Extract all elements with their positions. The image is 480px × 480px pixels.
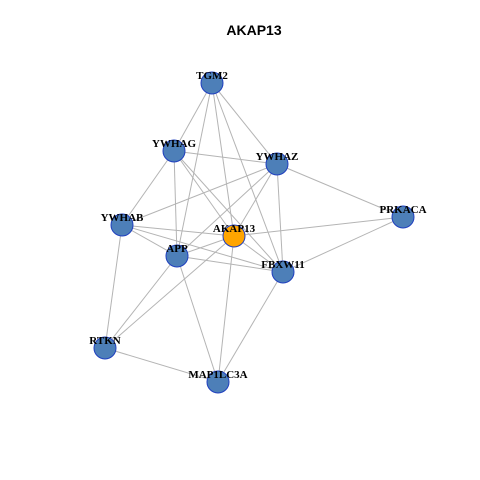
edge-app-fbxw11 — [176, 255, 284, 273]
node-label-app: APP — [166, 243, 188, 255]
node-ywhaz: YWHAZ — [256, 151, 299, 176]
edge-ywhag-akap13 — [173, 150, 235, 237]
edge-ywhag-ywhab — [121, 150, 175, 226]
edge-app-rtkn — [104, 255, 178, 349]
edge-tgm2-ywhaz — [211, 82, 278, 165]
edge-rtkn-map1lc3a — [104, 347, 219, 383]
edge-ywhag-ywhaz — [173, 150, 278, 165]
edge-ywhab-akap13 — [121, 224, 235, 237]
node-label-fbxw11: FBXW11 — [261, 259, 304, 271]
node-circle-ywhab — [110, 213, 134, 237]
edge-ywhaz-fbxw11 — [276, 163, 284, 273]
node-ywhab: YWHAB — [101, 212, 144, 237]
node-circle-akap13 — [222, 224, 246, 248]
diagram-title: AKAP13 — [226, 22, 281, 38]
edge-app-map1lc3a — [176, 255, 219, 383]
node-label-rtkn: RTKN — [89, 335, 120, 347]
node-circle-tgm2 — [200, 71, 224, 95]
edge-ywhab-fbxw11 — [121, 224, 284, 273]
edge-tgm2-app — [176, 82, 213, 257]
edge-ywhag-fbxw11 — [173, 150, 284, 273]
node-label-ywhaz: YWHAZ — [256, 151, 299, 163]
edge-ywhaz-app — [176, 163, 278, 257]
node-circle-ywhaz — [265, 152, 289, 176]
edge-akap13-rtkn — [104, 235, 235, 349]
node-circle-prkaca — [391, 205, 415, 229]
edge-prkaca-akap13 — [233, 216, 404, 237]
node-rtkn: RTKN — [89, 335, 121, 360]
edge-ywhab-rtkn — [104, 224, 123, 349]
edge-tgm2-ywhag — [173, 82, 213, 152]
node-akap13: AKAP13 — [213, 223, 256, 248]
node-label-akap13: AKAP13 — [213, 223, 256, 235]
node-label-map1lc3a: MAP1LC3A — [188, 369, 247, 381]
edge-ywhaz-akap13 — [233, 163, 278, 237]
edge-ywhaz-ywhab — [121, 163, 278, 226]
node-label-prkaca: PRKACA — [379, 204, 426, 216]
node-circle-ywhag — [162, 139, 186, 163]
node-app: APP — [165, 243, 189, 268]
edge-tgm2-akap13 — [211, 82, 235, 237]
node-circle-app — [165, 244, 189, 268]
node-map1lc3a: MAP1LC3A — [188, 369, 248, 394]
edge-akap13-map1lc3a — [217, 235, 235, 383]
node-fbxw11: FBXW11 — [261, 259, 305, 284]
node-tgm2: TGM2 — [196, 70, 228, 95]
node-label-ywhab: YWHAB — [101, 212, 144, 224]
node-label-ywhag: YWHAG — [152, 138, 196, 150]
node-circle-rtkn — [93, 336, 117, 360]
node-ywhag: YWHAG — [152, 138, 196, 163]
edge-ywhaz-prkaca — [276, 163, 404, 218]
edge-fbxw11-map1lc3a — [217, 271, 284, 383]
node-circle-fbxw11 — [271, 260, 295, 284]
node-label-tgm2: TGM2 — [196, 70, 228, 82]
edge-tgm2-fbxw11 — [211, 82, 284, 273]
node-circle-map1lc3a — [206, 370, 230, 394]
edge-prkaca-fbxw11 — [282, 216, 404, 273]
node-prkaca: PRKACA — [379, 204, 427, 229]
